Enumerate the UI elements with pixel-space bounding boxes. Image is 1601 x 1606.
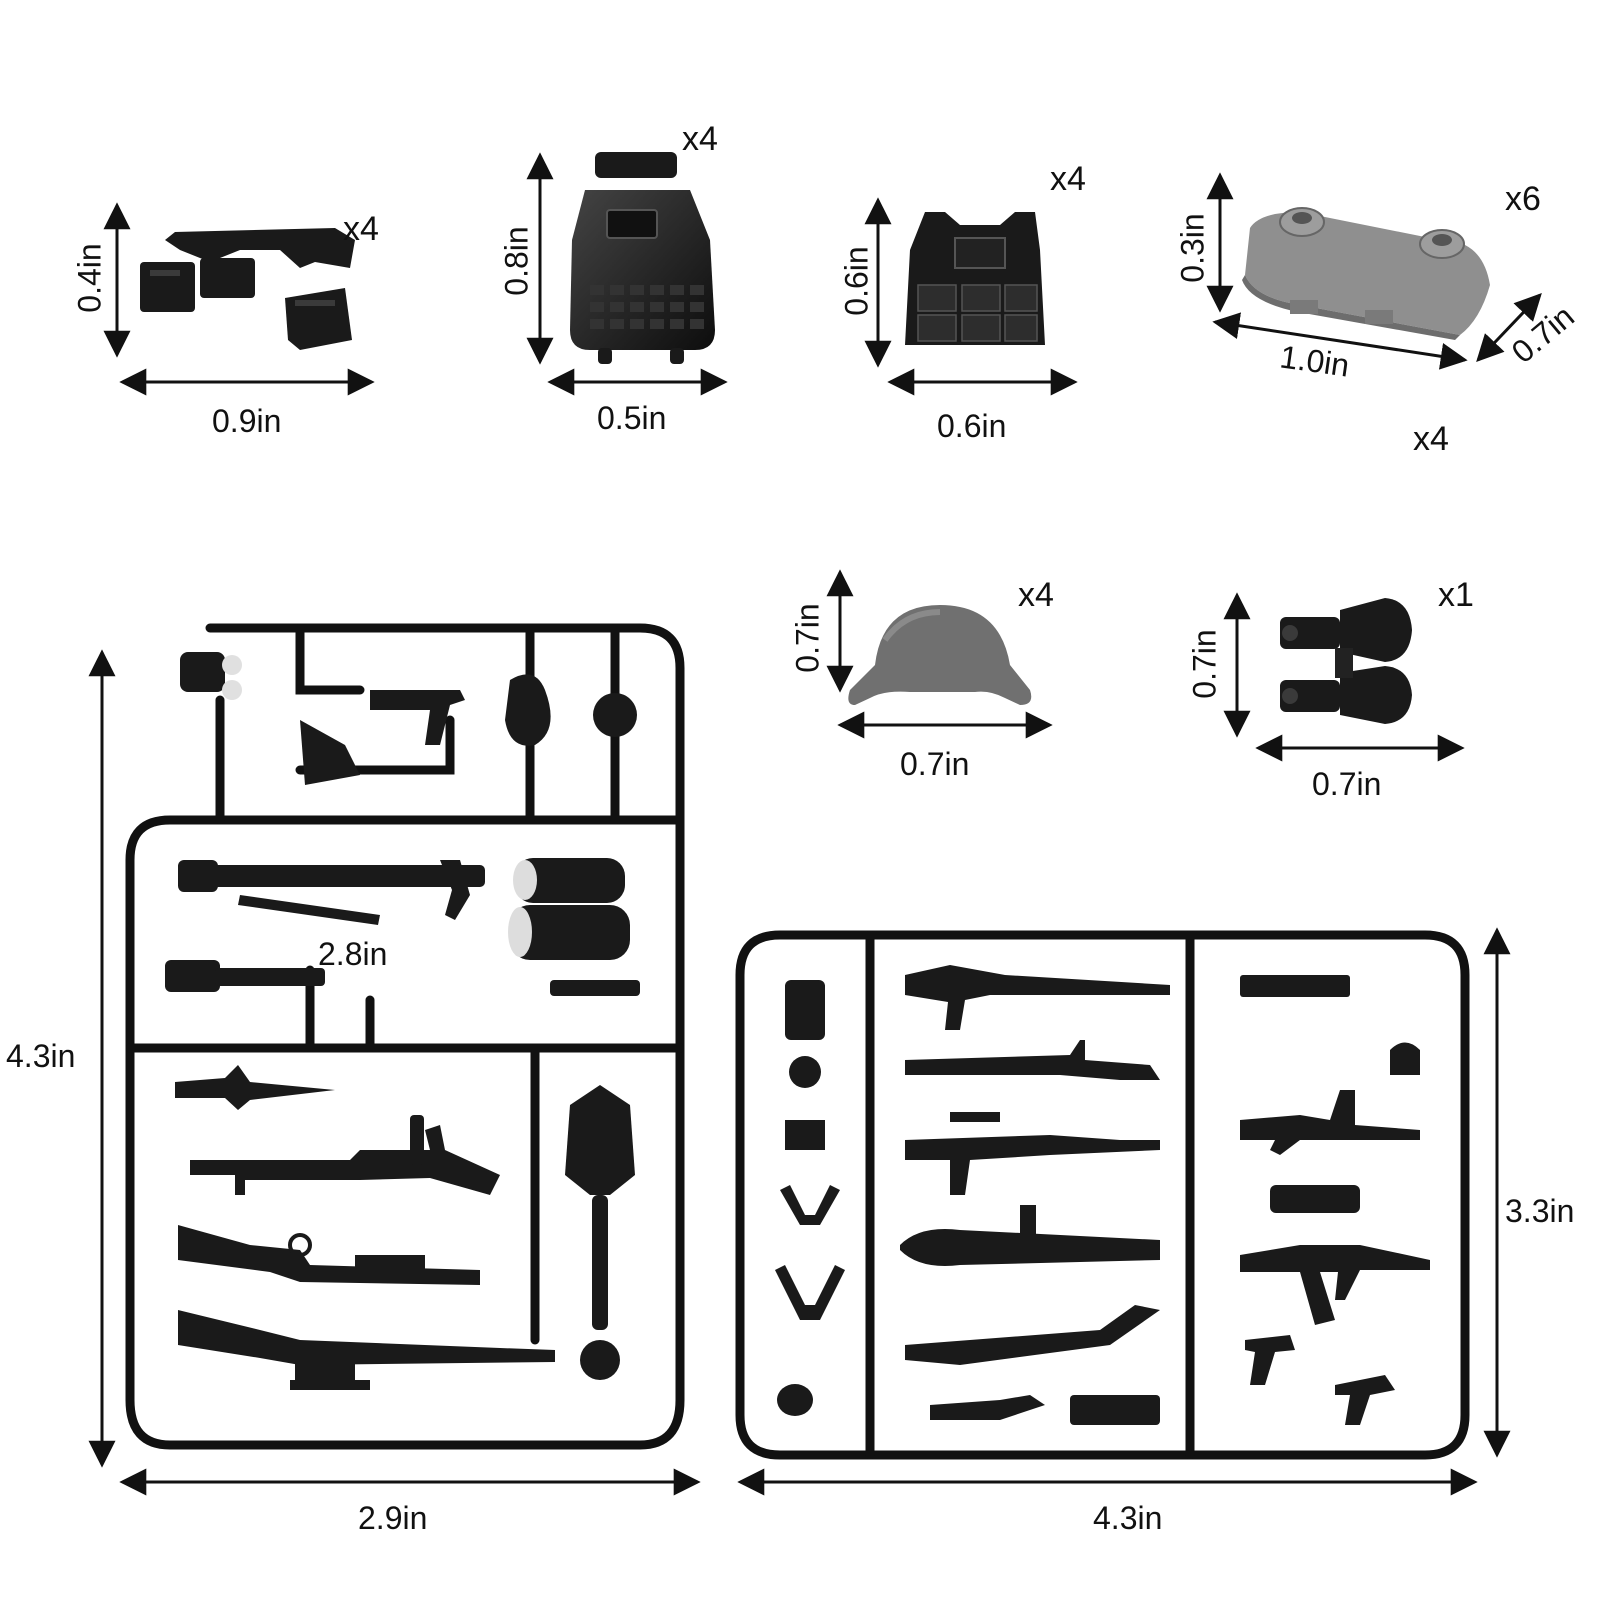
tactical-vest-height-label: 0.6in [838,246,875,316]
backpack-height-label: 0.8in [498,226,535,296]
right-sprue-width-label: 4.3in [1093,1500,1163,1536]
left-sprue-inner-label: 2.8in [318,936,388,972]
ammo-pouch-height-label: 0.4in [71,243,108,313]
ammo-pouch-width-label: 0.9in [212,403,282,439]
left-weapon-sprue [125,623,685,1450]
right-weapon-sprue [735,930,1470,1460]
ammo-pouch-part [140,228,355,350]
binoculars-height-label: 0.7in [1186,629,1223,699]
sandbag-qty-badge: x6 [1505,180,1541,218]
dimension-arrows [88,152,1542,1496]
sandbag-height-label: 0.3in [1174,213,1211,283]
backpack-width-label: 0.5in [597,400,667,436]
binoculars-part [1280,598,1412,724]
helmet-part [848,605,1032,705]
backpack-qty-badge: x4 [682,120,718,158]
sandbag-width-label: 1.0in [1277,338,1352,384]
helmet-height-label: 0.7in [789,603,826,673]
tactical-vest-qty-badge: x4 [1050,160,1086,198]
binoculars-qty-badge: x1 [1438,576,1474,614]
backpack-part [570,152,715,364]
ammo-pouch-qty-badge: x4 [343,210,379,248]
left-sprue-width-label: 2.9in [358,1500,428,1536]
sandbag-extra-qty-badge: x4 [1413,420,1449,458]
helmet-width-label: 0.7in [900,746,970,782]
right-sprue-height-label: 3.3in [1505,1193,1575,1229]
sandbag-part [1242,207,1490,340]
helmet-qty-badge: x4 [1018,576,1054,614]
tactical-vest-width-label: 0.6in [937,408,1007,444]
left-sprue-height-label: 4.3in [6,1038,76,1074]
tactical-vest-part [905,212,1045,345]
binoculars-width-label: 0.7in [1312,766,1382,802]
